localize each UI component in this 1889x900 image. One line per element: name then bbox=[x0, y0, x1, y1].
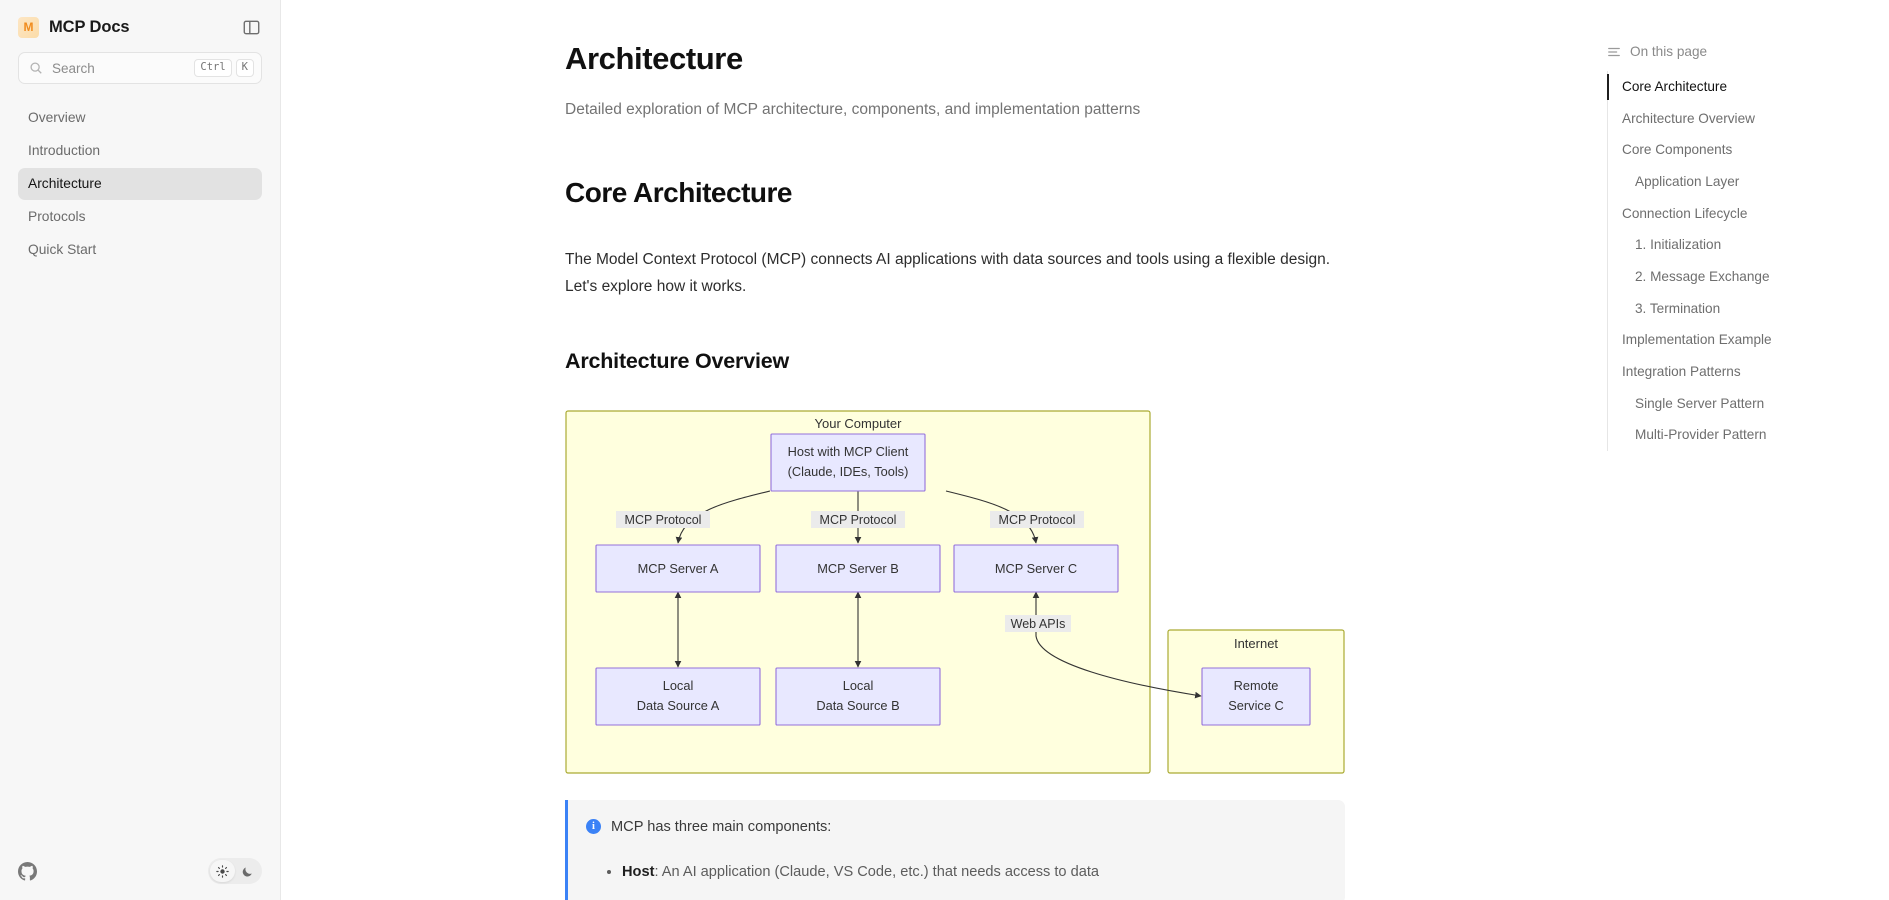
edge-host-to-server-c bbox=[945, 490, 1039, 544]
edge-server-c-to-remote-c bbox=[1032, 591, 1202, 699]
app-logo: M bbox=[18, 16, 39, 38]
toc-item-termination[interactable]: 3. Termination bbox=[1635, 300, 1721, 316]
moon-icon[interactable] bbox=[235, 860, 260, 882]
toc-item-initialization[interactable]: 1. Initialization bbox=[1635, 237, 1722, 253]
toc-item-implementation-example[interactable]: Implementation Example bbox=[1622, 332, 1772, 348]
diagram-node-mcp-server-c: MCP Server C bbox=[953, 544, 1119, 593]
svg-text:(Claude, IDEs, Tools): (Claude, IDEs, Tools) bbox=[788, 464, 909, 479]
toc-item-single-server-pattern[interactable]: Single Server Pattern bbox=[1635, 395, 1765, 411]
diagram-node-local-data-source-a: Local Data Source A bbox=[595, 667, 761, 726]
theme-toggle[interactable] bbox=[208, 858, 262, 884]
sidebar-item-architecture[interactable]: Architecture bbox=[18, 167, 262, 200]
github-icon[interactable] bbox=[18, 861, 37, 881]
page-title: Architecture bbox=[565, 41, 743, 76]
edge-host-to-server-a bbox=[675, 490, 771, 544]
toc-item-integration-patterns[interactable]: Integration Patterns bbox=[1622, 364, 1741, 380]
cluster-label-internet: Internet bbox=[1234, 636, 1278, 651]
cluster-label-your-computer: Your Computer bbox=[815, 416, 903, 431]
kbd-k: K bbox=[235, 59, 254, 77]
sidebar-item-overview[interactable]: Overview bbox=[28, 110, 86, 125]
info-callout: i MCP has three main components: Host: A… bbox=[565, 799, 1345, 900]
brand-title: MCP Docs bbox=[49, 17, 130, 36]
toc-item-core-components[interactable]: Core Components bbox=[1622, 142, 1733, 158]
toc-item-architecture-overview[interactable]: Architecture Overview bbox=[1622, 110, 1755, 126]
svg-text:MCP Server C: MCP Server C bbox=[995, 561, 1077, 576]
svg-text:Service C: Service C bbox=[1228, 698, 1283, 713]
main-content: Architecture Detailed exploration of MCP… bbox=[281, 0, 1889, 900]
sidebar-footer bbox=[0, 844, 280, 900]
list-item: Host: An AI application (Claude, VS Code… bbox=[622, 861, 1325, 884]
edge-label-web-apis: Web APIs bbox=[1005, 614, 1071, 632]
svg-text:Data Source A: Data Source A bbox=[637, 698, 720, 713]
search-placeholder: Search bbox=[52, 60, 95, 76]
svg-text:MCP Server B: MCP Server B bbox=[817, 561, 899, 576]
toc-item-message-exchange[interactable]: 2. Message Exchange bbox=[1635, 269, 1770, 285]
callout-text: MCP has three main components: bbox=[611, 818, 832, 835]
svg-text:Web APIs: Web APIs bbox=[1011, 617, 1066, 631]
panel-toggle-icon[interactable] bbox=[240, 16, 262, 38]
diagram-node-host: Host with MCP Client (Claude, IDEs, Tool… bbox=[770, 433, 926, 492]
sidebar-header: M MCP Docs bbox=[0, 0, 280, 48]
sun-icon[interactable] bbox=[210, 860, 235, 882]
sidebar-nav: Overview Introduction Architecture Proto… bbox=[0, 102, 280, 266]
sidebar-item-introduction[interactable]: Introduction bbox=[28, 142, 101, 158]
toc-list: Core Architecture Architecture Overview … bbox=[1607, 71, 1865, 452]
callout-list: Host: An AI application (Claude, VS Code… bbox=[622, 861, 1325, 884]
svg-text:Remote: Remote bbox=[1234, 678, 1279, 693]
toc-item-connection-lifecycle[interactable]: Connection Lifecycle bbox=[1622, 205, 1748, 221]
toc-item-application-layer[interactable]: Application Layer bbox=[1635, 174, 1740, 190]
toc-heading: On this page bbox=[1630, 44, 1708, 59]
callout-item-term: Host bbox=[622, 863, 655, 880]
toc-item-core-architecture[interactable]: Core Architecture bbox=[1607, 71, 1865, 103]
sidebar-item-protocols[interactable]: Protocols bbox=[28, 208, 86, 224]
edge-label-mcp-protocol-b: MCP Protocol bbox=[811, 510, 905, 528]
diagram-node-local-data-source-b: Local Data Source B bbox=[775, 667, 941, 726]
svg-text:MCP Protocol: MCP Protocol bbox=[820, 513, 897, 527]
toc-item-multi-provider-pattern[interactable]: Multi-Provider Pattern bbox=[1635, 427, 1767, 443]
diagram-node-mcp-server-a: MCP Server A bbox=[595, 544, 761, 593]
kbd-ctrl: Ctrl bbox=[194, 59, 232, 77]
sidebar-item-quick-start[interactable]: Quick Start bbox=[28, 241, 97, 257]
search-input[interactable]: Search Ctrl K bbox=[18, 52, 262, 84]
search-icon bbox=[30, 62, 42, 74]
subsection-heading-architecture-overview: Architecture Overview bbox=[565, 348, 790, 373]
svg-text:Local: Local bbox=[663, 678, 694, 693]
list-icon bbox=[1608, 47, 1620, 56]
article: Architecture Detailed exploration of MCP… bbox=[281, 0, 1889, 900]
page-subtitle: Detailed exploration of MCP architecture… bbox=[565, 101, 1141, 119]
callout-item-desc: : An AI application (Claude, VS Code, et… bbox=[654, 863, 1100, 880]
section-paragraph: The Model Context Protocol (MCP) connect… bbox=[565, 251, 1331, 296]
svg-text:MCP Protocol: MCP Protocol bbox=[999, 513, 1076, 527]
diagram-node-mcp-server-b: MCP Server B bbox=[775, 544, 941, 593]
search-shortcut: Ctrl K bbox=[194, 59, 254, 77]
svg-text:MCP Server A: MCP Server A bbox=[638, 561, 719, 576]
table-of-contents: On this page Core Architecture Architect… bbox=[1589, 0, 1889, 900]
svg-text:Local: Local bbox=[843, 678, 874, 693]
diagram-node-remote-service-c: Remote Service C bbox=[1201, 667, 1311, 726]
svg-text:Host with MCP Client: Host with MCP Client bbox=[788, 444, 909, 459]
svg-text:MCP Protocol: MCP Protocol bbox=[625, 513, 702, 527]
toc-header: On this page bbox=[1607, 44, 1865, 59]
edge-label-mcp-protocol-c: MCP Protocol bbox=[990, 510, 1084, 528]
svg-text:Data Source B: Data Source B bbox=[816, 698, 899, 713]
section-heading-core-architecture: Core Architecture bbox=[565, 177, 792, 209]
architecture-diagram: Your Computer Internet bbox=[565, 402, 1345, 774]
left-sidebar: M MCP Docs Search Ctrl K Overview Introd… bbox=[0, 0, 281, 900]
info-icon: i bbox=[586, 818, 601, 834]
edge-label-mcp-protocol-a: MCP Protocol bbox=[616, 510, 710, 528]
